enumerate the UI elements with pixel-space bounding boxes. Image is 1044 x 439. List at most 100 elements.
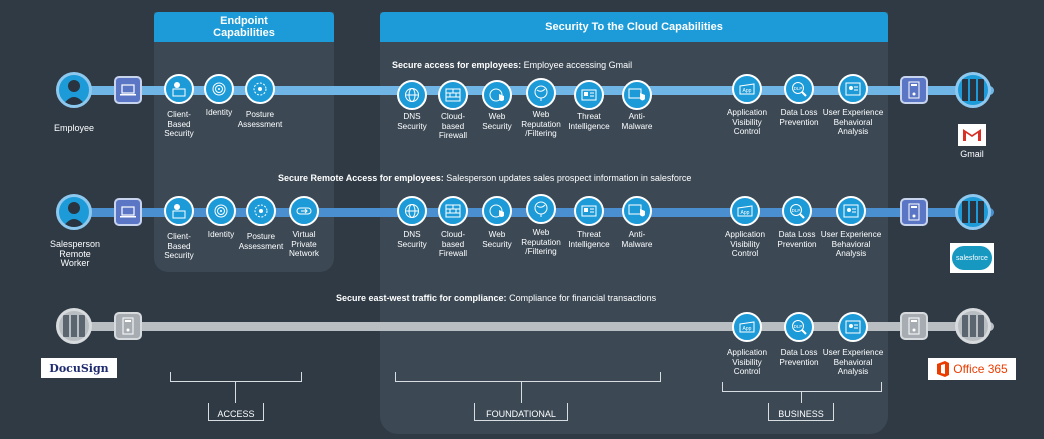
laptop-icon xyxy=(120,206,136,218)
salesforce-logo: salesforce xyxy=(950,243,994,273)
svg-text:App: App xyxy=(741,210,750,216)
row2-server xyxy=(900,198,928,226)
ueba-icon xyxy=(838,312,868,342)
row2-cloud-label-3: Web Reputation /Filtering xyxy=(521,228,561,256)
server-icon xyxy=(908,81,920,99)
row3-business-label-2: User Experience Behavioral Analysis xyxy=(822,348,884,376)
web-reputation-icon xyxy=(526,78,556,108)
web-reputation-icon xyxy=(526,194,556,224)
identity-icon xyxy=(206,196,236,226)
row2-business-label-2: User Experience Behavioral Analysis xyxy=(820,230,882,258)
laptop-icon xyxy=(120,84,136,96)
row1-cloud-label-3: Web Reputation /Filtering xyxy=(521,110,561,138)
row2-cloud-label-4: Threat Intelligence xyxy=(568,230,610,249)
row1-endpoint-label-1: Identity xyxy=(205,108,233,117)
row2-cloud-label-1: Cloud- based Firewall xyxy=(438,230,468,258)
row2-business-label-0: Application Visibility Control xyxy=(724,230,766,258)
row1-business-label-1: Data Loss Prevention xyxy=(779,108,819,127)
svg-text:App: App xyxy=(743,88,752,94)
server-icon xyxy=(908,203,920,221)
row3-business-label-0: Application Visibility Control xyxy=(726,348,768,376)
web-security-icon xyxy=(482,80,512,110)
row3-left-server xyxy=(114,312,142,340)
row2-laptop xyxy=(114,198,142,226)
salesperson-label: Salesperson Remote Worker xyxy=(49,239,101,268)
business-bracket xyxy=(722,382,882,392)
row2-endpoint-label-0: Client- Based Security xyxy=(164,232,194,260)
row1-laptop xyxy=(114,76,142,104)
row2-endpoint-label-1: Identity xyxy=(207,230,235,239)
foundational-bracket xyxy=(395,372,661,382)
employee-label: Employee xyxy=(53,123,95,133)
office365-label: Office 365 xyxy=(953,362,1008,376)
threat-intel-icon xyxy=(574,196,604,226)
business-category: BUSINESS xyxy=(768,403,834,421)
server-icon xyxy=(908,317,920,335)
row3-title: Secure east-west traffic for compliance:… xyxy=(336,293,657,303)
access-bracket xyxy=(170,372,302,382)
business-stem xyxy=(801,391,802,403)
row1-endpoint-label-2: Posture Assessment xyxy=(237,110,283,129)
foundational-category: FOUNDATIONAL xyxy=(474,403,568,421)
row2-endpoint-label-3: Virtual Private Network xyxy=(288,230,320,258)
endpoint-panel xyxy=(154,12,334,272)
row2-cloud-label-5: Anti- Malware xyxy=(621,230,653,249)
vpn-icon xyxy=(289,196,319,226)
row1-business-label-0: Application Visibility Control xyxy=(726,108,768,136)
row1-cloud-label-4: Threat Intelligence xyxy=(568,112,610,131)
anti-malware-icon xyxy=(622,80,652,110)
row3-right-server xyxy=(900,312,928,340)
row3-line xyxy=(60,322,994,331)
row1-endpoint-label-0: Client- Based Security xyxy=(164,110,194,138)
server-icon xyxy=(122,317,134,335)
ueba-icon xyxy=(836,196,866,226)
row1-title: Secure access for employees: Employee ac… xyxy=(392,60,633,70)
salesforce-label: salesforce xyxy=(952,246,992,270)
row2-endpoint-label-2: Posture Assessment xyxy=(238,232,284,251)
ueba-icon xyxy=(838,74,868,104)
row1-cloud-label-5: Anti- Malware xyxy=(621,112,653,131)
posture-icon xyxy=(245,74,275,104)
dns-icon xyxy=(397,80,427,110)
row1-cloud-label-0: DNS Security xyxy=(397,112,427,131)
gmail-icon xyxy=(963,129,981,141)
row2-title: Secure Remote Access for employees: Sale… xyxy=(278,173,692,183)
posture-icon xyxy=(246,196,276,226)
client-security-icon xyxy=(164,74,194,104)
client-security-icon xyxy=(164,196,194,226)
docusign-logo: DocuSign xyxy=(41,358,117,378)
row3-left-datacenter xyxy=(56,308,92,344)
app-visibility-icon: App xyxy=(730,196,760,226)
row2-cloud-label-0: DNS Security xyxy=(397,230,427,249)
row1-cloud-label-2: Web Security xyxy=(482,112,512,131)
cloud-header: Security To the Cloud Capabilities xyxy=(380,12,888,42)
dlp-icon: DLP xyxy=(782,196,812,226)
svg-text:DLP: DLP xyxy=(792,208,801,213)
web-security-icon xyxy=(482,196,512,226)
access-stem xyxy=(235,381,236,403)
row2-datacenter xyxy=(955,194,991,230)
row1-business-label-2: User Experience Behavioral Analysis xyxy=(822,108,884,136)
employee-avatar xyxy=(56,72,92,108)
salesperson-avatar xyxy=(56,194,92,230)
dlp-icon: DLP xyxy=(784,74,814,104)
svg-text:DLP: DLP xyxy=(794,86,803,91)
row2-business-label-1: Data Loss Prevention xyxy=(777,230,817,249)
threat-intel-icon xyxy=(574,80,604,110)
firewall-icon xyxy=(438,80,468,110)
anti-malware-icon xyxy=(622,196,652,226)
access-category: ACCESS xyxy=(208,403,264,421)
row1-datacenter xyxy=(955,72,991,108)
row1-server xyxy=(900,76,928,104)
firewall-icon xyxy=(438,196,468,226)
app-visibility-icon: App xyxy=(732,312,762,342)
row3-right-datacenter xyxy=(955,308,991,344)
identity-icon xyxy=(204,74,234,104)
gmail-logo xyxy=(958,124,986,146)
office-icon xyxy=(937,361,950,377)
dlp-icon: DLP xyxy=(784,312,814,342)
foundational-stem xyxy=(521,381,522,403)
gmail-label: Gmail xyxy=(960,149,984,159)
svg-text:App: App xyxy=(743,326,752,332)
svg-text:DLP: DLP xyxy=(794,324,803,329)
